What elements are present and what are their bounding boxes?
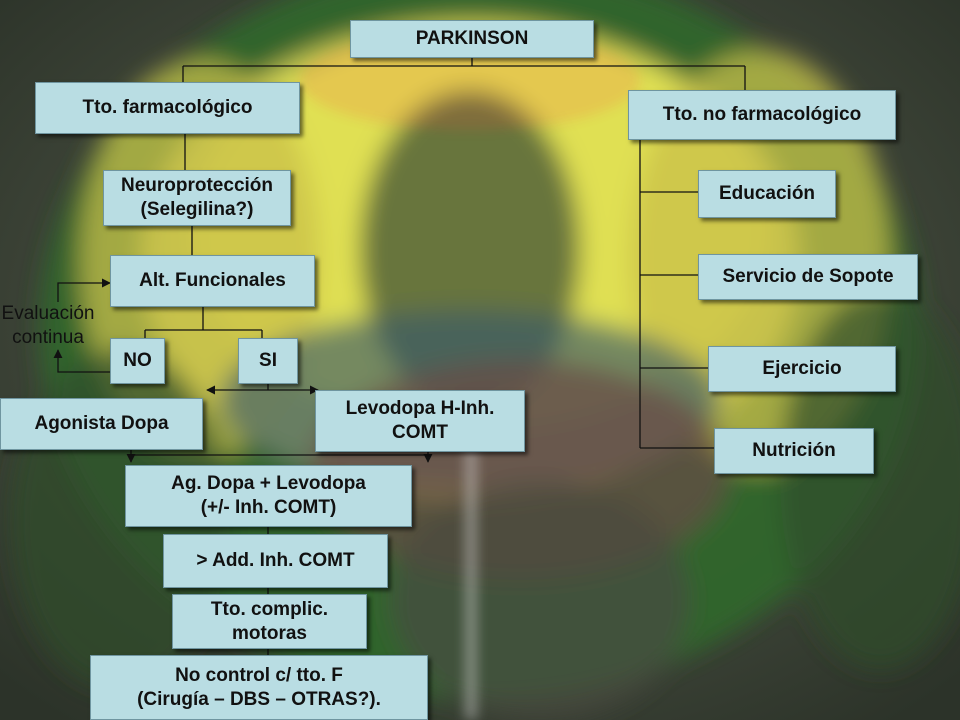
evaluacion-continua-label: Evaluación continua	[1, 303, 95, 348]
node-servicio-soporte: Servicio de Sopote	[698, 254, 918, 300]
node-no-control: No control c/ tto. F (Cirugía – DBS – OT…	[90, 655, 428, 720]
node-tto-complic: Tto. complic. motoras	[172, 594, 367, 649]
node-parkinson: PARKINSON	[350, 20, 594, 58]
node-ag-dopa-levodopa: Ag. Dopa + Levodopa (+/- Inh. COMT)	[125, 465, 412, 527]
node-add-inh-comt: > Add. Inh. COMT	[163, 534, 388, 588]
node-si: SI	[238, 338, 298, 384]
node-ejercicio: Ejercicio	[708, 346, 896, 392]
node-agonista-dopa: Agonista Dopa	[0, 398, 203, 450]
node-nutricion: Nutrición	[714, 428, 874, 474]
node-tto-no-farmacologico: Tto. no farmacológico	[628, 90, 896, 140]
node-educacion: Educación	[698, 170, 836, 218]
node-alt-funcionales: Alt. Funcionales	[110, 255, 315, 307]
node-no: NO	[110, 338, 165, 384]
node-tto-farmacologico: Tto. farmacológico	[35, 82, 300, 134]
node-levodopa: Levodopa H-Inh. COMT	[315, 390, 525, 452]
node-neuroproteccion: Neuroprotección (Selegilina?)	[103, 170, 291, 226]
